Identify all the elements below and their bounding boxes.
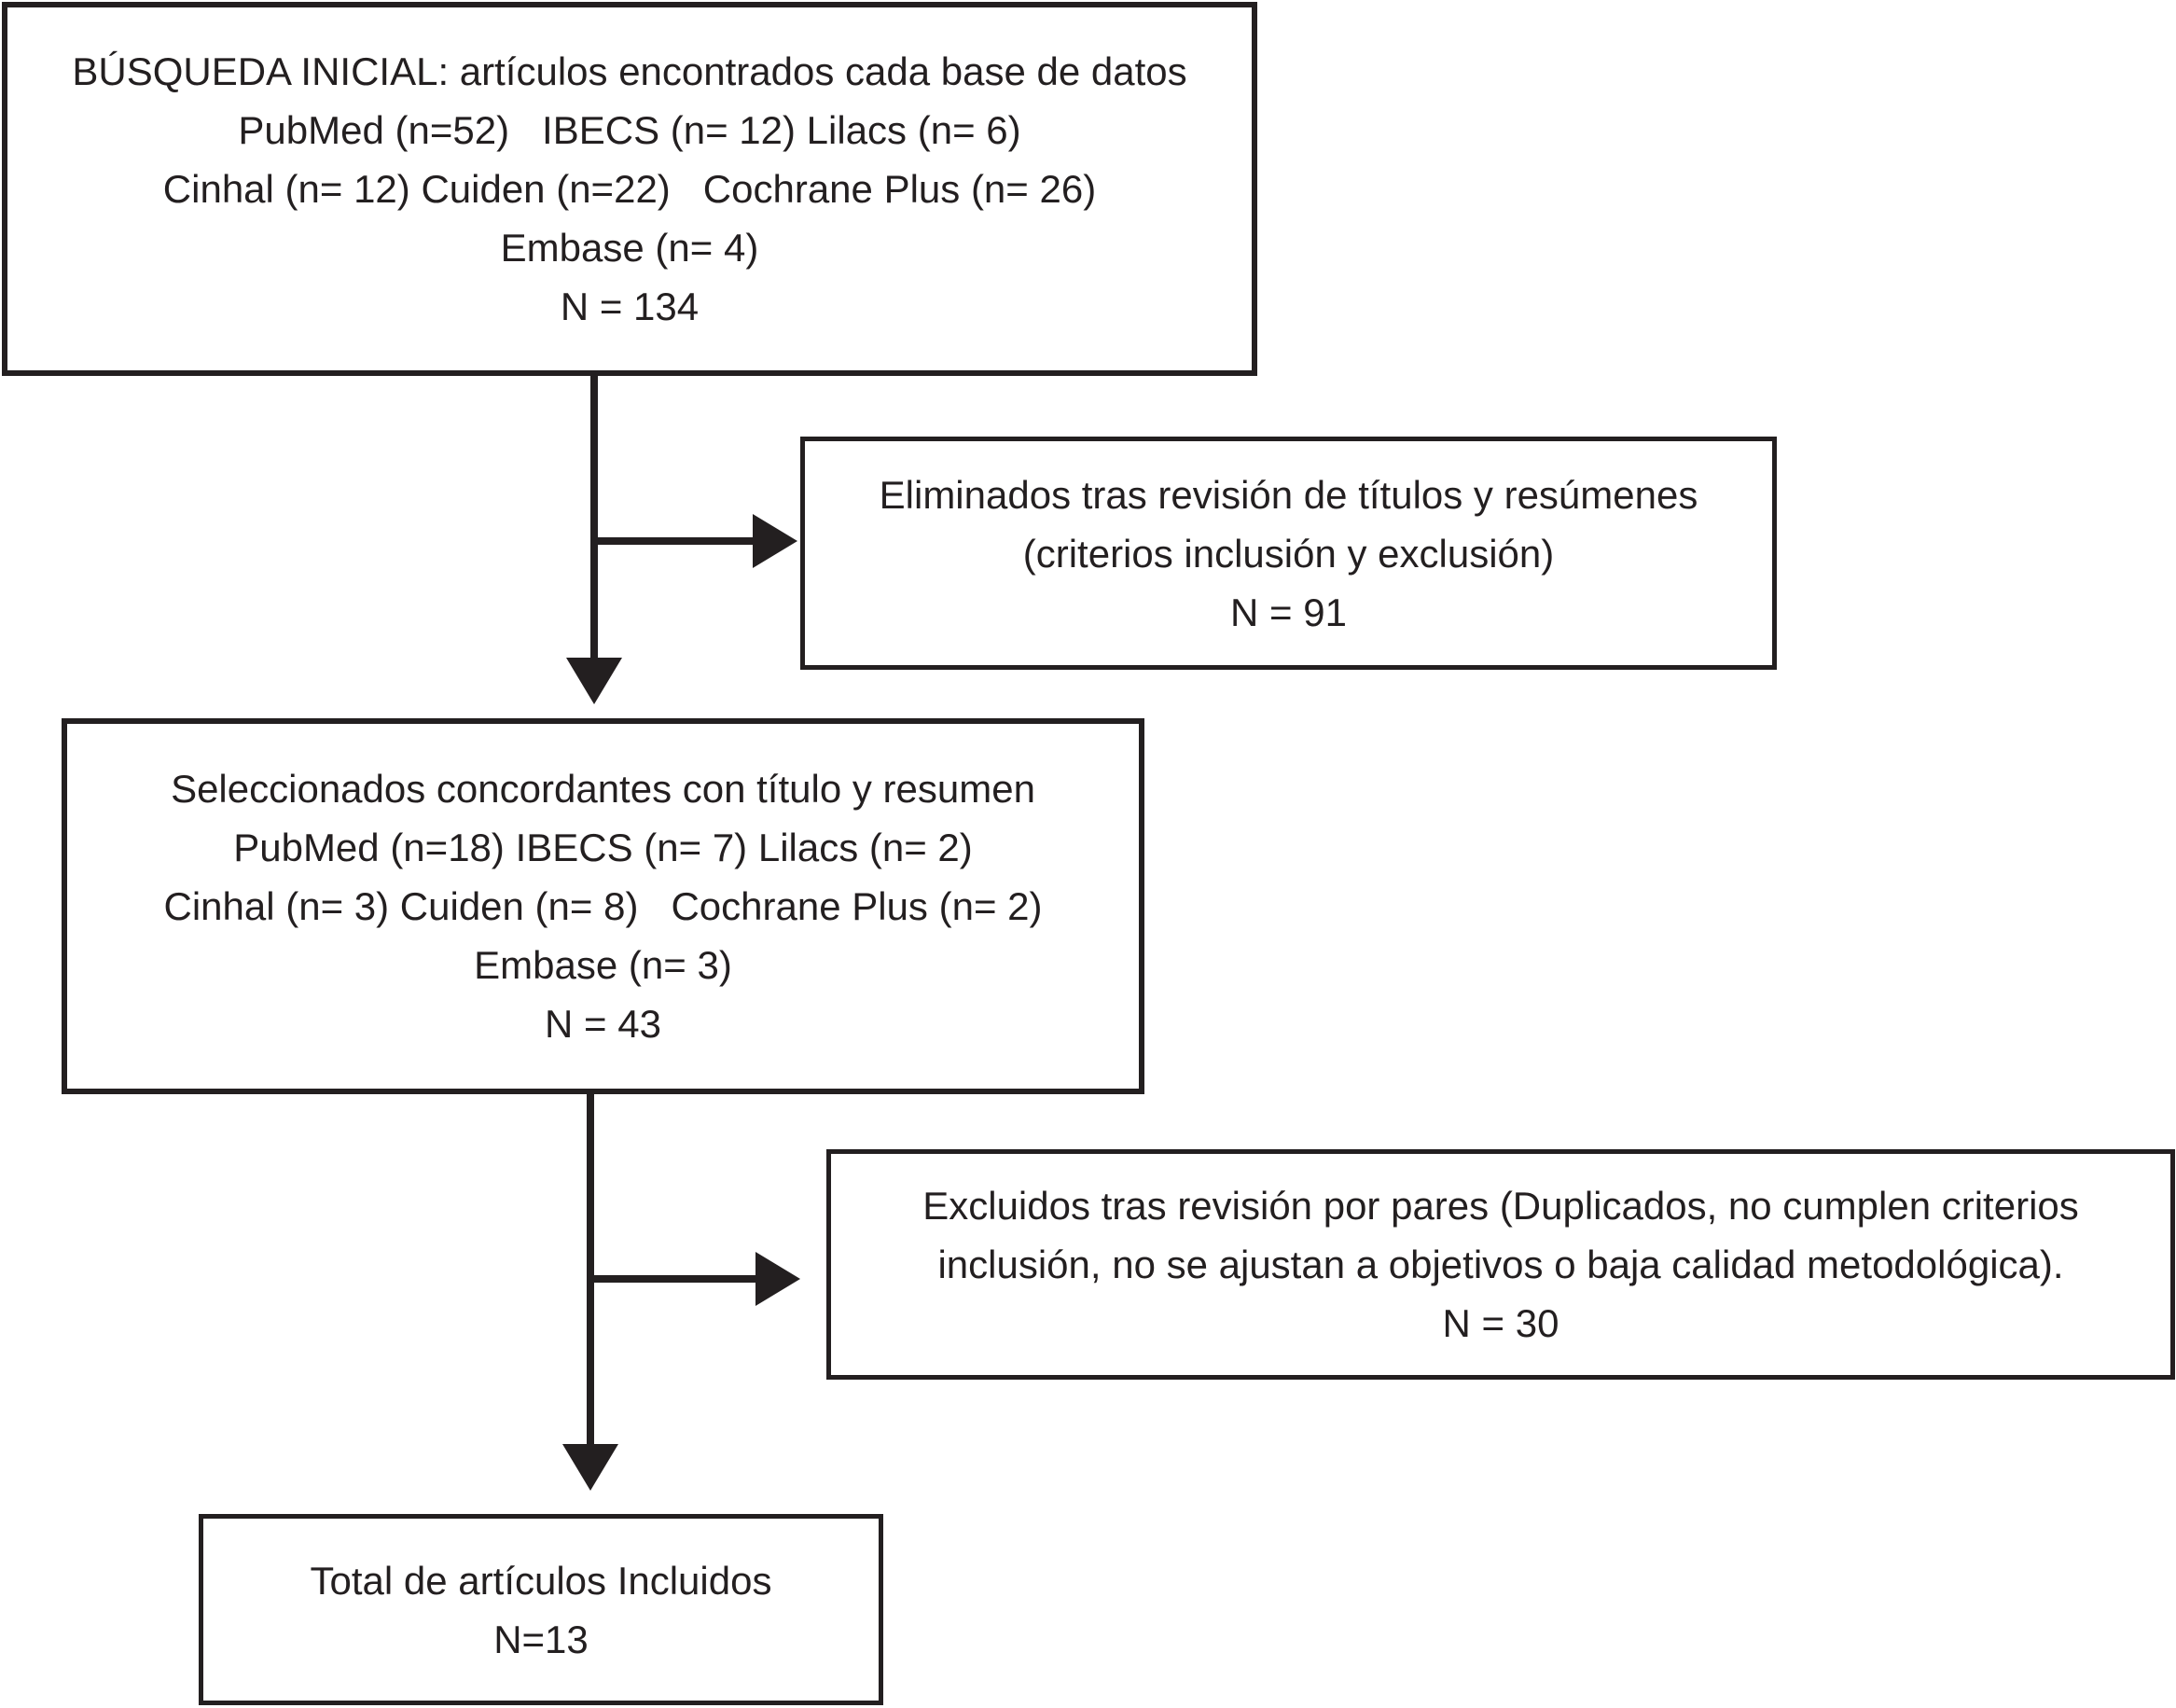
box-eliminated-titles-line-3: N = 91 (1230, 590, 1347, 634)
connector-initial-to-selected-shaft (590, 376, 598, 658)
box-total-included: Total de artículos Incluidos N=13 (199, 1514, 883, 1705)
connector-branch-to-eliminated-shaft (590, 537, 753, 545)
box-excluded-peer-review-line-3: N = 30 (1442, 1301, 1559, 1345)
box-total-included-line-1: Total de artículos Incluidos (310, 1558, 772, 1603)
box-selected-concordant-line-3: Cinhal (n= 3) Cuiden (n= 8) Cochrane Plu… (163, 884, 1043, 928)
box-initial-search-line-1: BÚSQUEDA INICIAL: artículos encontrados … (72, 49, 1187, 93)
arrowhead-down-icon (566, 658, 622, 704)
box-selected-concordant: Seleccionados concordantes con título y … (62, 718, 1144, 1094)
box-initial-search-line-3: Cinhal (n= 12) Cuiden (n=22) Cochrane Pl… (162, 167, 1097, 211)
box-total-included-line-2: N=13 (493, 1617, 589, 1661)
box-initial-search-line-2: PubMed (n=52) IBECS (n= 12) Lilacs (n= 6… (238, 108, 1021, 152)
box-selected-concordant-line-1: Seleccionados concordantes con título y … (171, 767, 1035, 811)
arrowhead-right-icon (753, 514, 797, 568)
box-excluded-peer-review-line-1: Excluidos tras revisión por pares (Dupli… (922, 1184, 2079, 1228)
box-eliminated-titles: Eliminados tras revisión de títulos y re… (800, 437, 1777, 670)
box-eliminated-titles-line-2: (criterios inclusión y exclusión) (1022, 531, 1555, 576)
box-initial-search-line-4: Embase (n= 4) (500, 226, 759, 270)
box-eliminated-titles-line-1: Eliminados tras revisión de títulos y re… (879, 472, 1698, 517)
box-initial-search-line-5: N = 134 (560, 285, 700, 328)
box-excluded-peer-review: Excluidos tras revisión por pares (Dupli… (826, 1149, 2175, 1380)
connector-branch-to-excluded-shaft (587, 1275, 755, 1283)
arrowhead-down-icon (562, 1444, 618, 1491)
box-selected-concordant-line-4: Embase (n= 3) (474, 943, 732, 987)
arrowhead-right-icon (755, 1252, 800, 1306)
box-selected-concordant-line-2: PubMed (n=18) IBECS (n= 7) Lilacs (n= 2) (233, 826, 973, 869)
box-selected-concordant-line-5: N = 43 (545, 1002, 661, 1046)
box-excluded-peer-review-line-2: inclusión, no se ajustan a objetivos o b… (937, 1243, 2064, 1286)
box-initial-search: BÚSQUEDA INICIAL: artículos encontrados … (2, 2, 1257, 376)
connector-selected-to-total-shaft (587, 1094, 594, 1444)
